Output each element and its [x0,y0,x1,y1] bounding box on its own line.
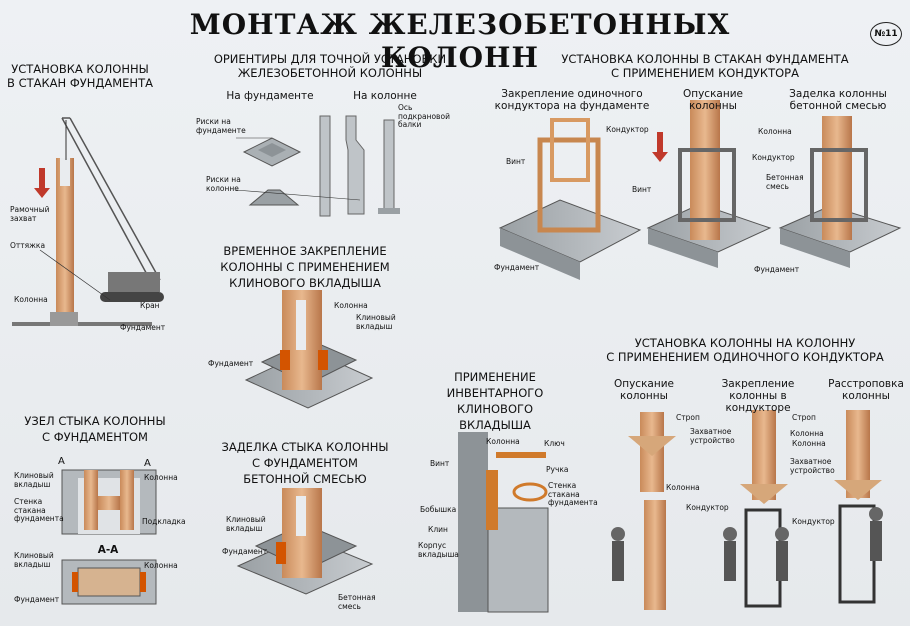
s7-label-boss: Бобышка [420,505,457,514]
s8-title-1: УСТАНОВКА КОЛОННЫ НА КОЛОННУ [634,336,856,350]
s1-label-guy: Оттяжка [10,241,46,250]
s2-label-marks-foundation: Риски на фундаменте [196,117,246,135]
s3-label-foundation-2: Фундамент [754,265,800,274]
s3-step-c: Заделка колонны бетонной смесью [789,88,887,112]
s8-label-conductor-2: Кондуктор [792,517,835,526]
s3-label-conductor: Кондуктор [606,125,649,134]
s8-label-column-2: Колонна [792,439,826,448]
s7-label-screw: Винт [430,459,450,468]
s5-label-wall: Стенка стакана фундамента [14,497,64,523]
s5-label-pad: Подкладка [142,517,186,526]
s1-title-2: В СТАКАН ФУНДАМЕНТА [7,76,153,90]
s4-title-2: КОЛОННЫ С ПРИМЕНЕНИЕМ [220,260,390,274]
s3-title-1: УСТАНОВКА КОЛОННЫ В СТАКАН ФУНДАМЕНТА [561,52,849,66]
s5-label-wedge-2: Клиновый вкладыш [14,551,54,569]
s8-label-grip: Захватное устройство [690,427,735,445]
s8-step-c: Расстроповка колонны [828,378,904,402]
s7-title-2: ИНВЕНТАРНОГО [446,386,544,400]
s1-label-crane: Кран [140,301,160,310]
s3-step-a: Закрепление одиночного кондуктора на фун… [494,88,650,112]
s8-label-sling-2: Строп [792,413,816,422]
s6-title-3: БЕТОННОЙ СМЕСЬЮ [243,472,367,486]
s2-title-2: ЖЕЛЕЗОБЕТОННОЙ КОЛОННЫ [237,66,423,80]
s3-label-column: Колонна [758,127,792,136]
s7-title-4: ВКЛАДЫША [459,418,531,432]
s3-step-b: Опускание колонны [682,88,744,112]
s6-label-wedge: Клиновый вкладыш [226,515,266,533]
s6-title-2: С ФУНДАМЕНТОМ [252,456,358,470]
s5-section-title: А-А [97,544,119,556]
s6-title-1: ЗАДЕЛКА СТЫКА КОЛОННЫ [221,440,389,454]
s1-label-foundation: Фундамент [120,323,166,332]
s7-label-body: Корпус вкладыша [418,541,459,559]
s7-label-wedge: Клин [428,525,448,534]
s7-title-1: ПРИМЕНЕНИЕ [454,370,536,384]
s5-title-1: УЗЕЛ СТЫКА КОЛОННЫ [24,414,166,428]
s5-label-wedge: Клиновый вкладыш [14,471,54,489]
s8-label-column: Колонна [666,483,700,492]
joint-node-illustration [61,469,157,605]
s5-label-column: Колонна [144,473,178,482]
s7-title-3: КЛИНОВОГО [456,402,534,416]
s2-title-1: ОРИЕНТИРЫ ДЛЯ ТОЧНОЙ УСТАНОВКИ [213,52,447,66]
joint-sealing-illustration [236,488,374,595]
s8-label-grip-2: Захватное устройство [790,457,835,475]
s5-title-2: С ФУНДАМЕНТОМ [42,430,148,444]
s5-label-foundation: Фундамент [14,595,60,604]
page-title: МОНТАЖ ЖЕЛЕЗОБЕТОННЫХ КОЛОНН [189,8,731,74]
s8-label-sling: Строп [676,413,700,422]
s2-col-foundation: На фундаменте [226,90,314,102]
s6-label-foundation: Фундамент [222,547,268,556]
crane-illustration [12,117,164,326]
s6-label-concrete: Бетонная смесь [338,593,376,611]
s3-label-concrete: Бетонная смесь [766,173,804,191]
conductor-steps-illustration [498,100,902,280]
s4-label-foundation: Фундамент [208,359,254,368]
s5-label-column-2: Колонна [144,561,178,570]
s8-step-b: Закрепление колонны в кондукторе [721,378,795,414]
s4-title-3: КЛИНОВОГО ВКЛАДЫША [229,276,381,290]
s2-col-column: На колонне [353,90,417,102]
orientation-marks-illustration [235,115,400,217]
s1-title-1: УСТАНОВКА КОЛОННЫ [11,62,149,76]
s4-title-1: ВРЕМЕННОЕ ЗАКРЕПЛЕНИЕ [223,244,387,258]
s5-section-mark-right: А [144,458,151,469]
inventory-wedge-illustration [458,432,549,613]
s5-section-mark-left: А [58,456,65,467]
column-on-column-illustration [611,410,883,610]
sheet-number-badge: №11 [870,22,902,46]
s4-label-column: Колонна [334,301,368,310]
s3-label-foundation: Фундамент [494,263,540,272]
s3-title-2: С ПРИМЕНЕНИЕМ КОНДУКТОРА [611,66,799,80]
s1-label-column: Колонна [14,295,48,304]
s3-label-conductor-2: Кондуктор [752,153,795,162]
s8-step-a: Опускание колонны [613,378,675,402]
s8-title-2: С ПРИМЕНЕНИЕМ ОДИНОЧНОГО КОНДУКТОРА [606,350,884,364]
s8-label-column-3: Колонна [790,429,824,438]
wedge-fixing-illustration [244,290,374,409]
s7-label-column: Колонна [486,437,520,446]
s8-label-conductor: Кондуктор [686,503,729,512]
s2-label-axis: Ось подкрановой балки [398,103,450,129]
s3-label-screw: Винт [506,157,526,166]
s7-label-key: Ключ [544,439,565,448]
s7-label-handle: Ручка [546,465,569,474]
s3-label-screw-2: Винт [632,185,652,194]
s7-label-wall: Стенка стакана фундамента [548,481,598,507]
s4-label-wedge: Клиновый вкладыш [356,313,396,331]
s2-label-marks-column: Риски на колонне [206,175,241,193]
s1-label-grip: Рамочный захват [10,205,50,223]
